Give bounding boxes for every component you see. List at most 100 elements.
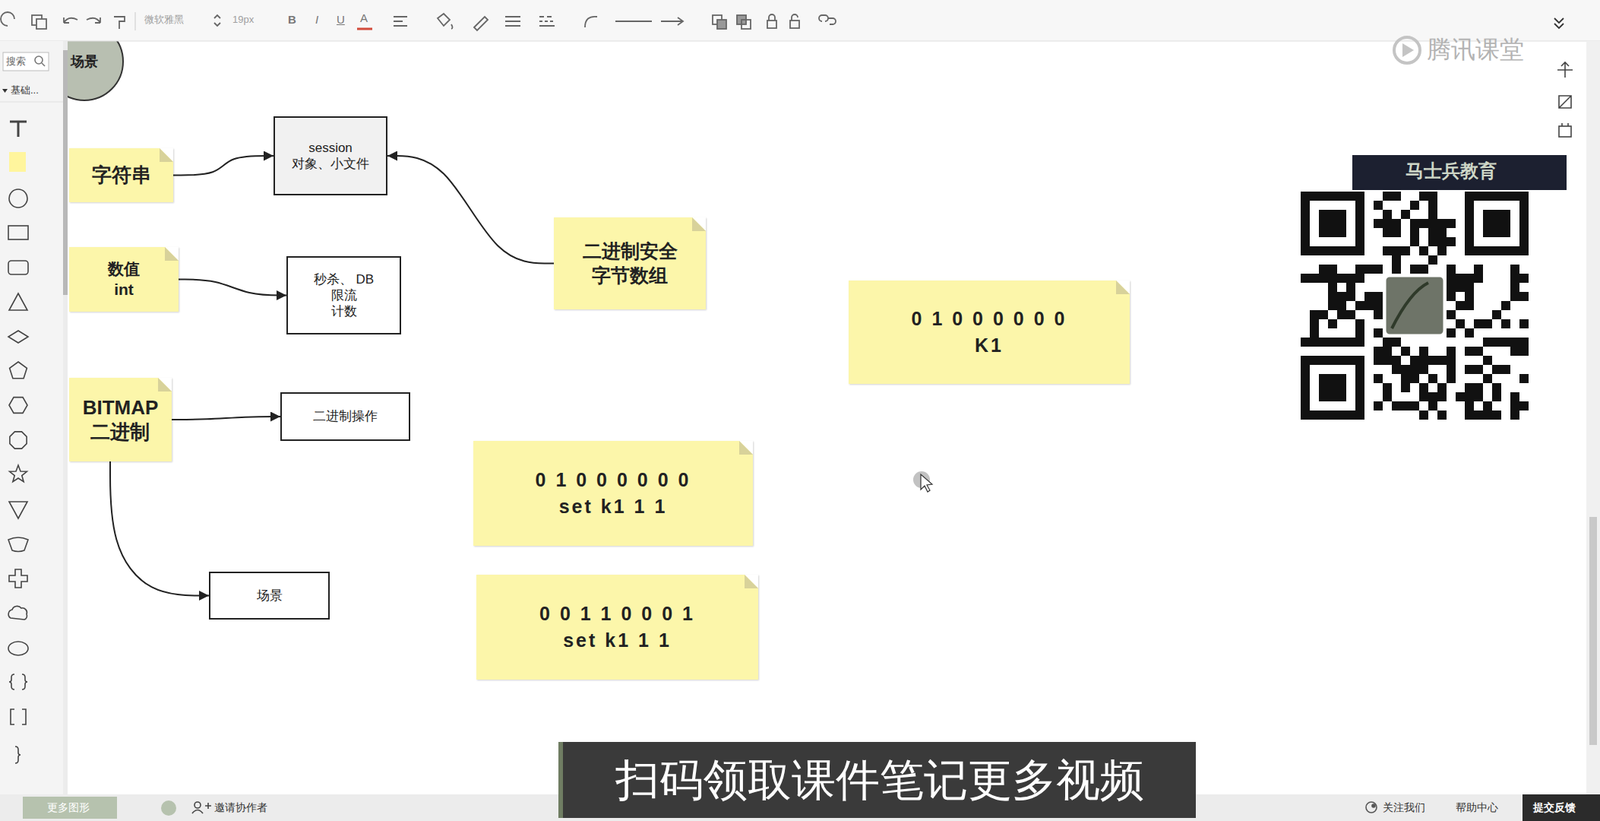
qr-module (1410, 200, 1420, 210)
feedback-button (1522, 793, 1600, 821)
qr-module (1400, 382, 1411, 393)
fold-cut (159, 148, 174, 162)
process-box: session 对象、小文件 (273, 116, 388, 196)
process-box: 二进制操作 (280, 392, 411, 441)
qr-module (1428, 200, 1438, 210)
canvas-scrollbar-thumb (1589, 516, 1597, 745)
qr-module (1300, 337, 1310, 347)
bit-note: 0 1 0 0 0 0 0 0set k1 1 1 (473, 440, 753, 546)
qr-module (1346, 273, 1356, 283)
qr-module (1510, 337, 1520, 347)
feedback-label: 提交反馈 (1533, 800, 1576, 814)
text-line: 字节数组 (582, 263, 678, 288)
qr-module (1318, 309, 1329, 320)
font-color-button: A (360, 11, 368, 26)
fill-icon (437, 13, 453, 29)
qr-module (1382, 337, 1392, 347)
node-text: 数值 int (107, 259, 140, 300)
qr-module (1492, 392, 1502, 402)
text-tool-icon (9, 121, 27, 137)
qr-module (1437, 237, 1447, 247)
node-text: set k1 1 1 (562, 628, 672, 652)
font-name: 微软雅黑 (144, 13, 184, 26)
qr-module (1419, 355, 1429, 365)
qr-module (1519, 319, 1529, 329)
qr-module (1382, 191, 1392, 201)
qr-module (1373, 401, 1383, 411)
qr-finder (1318, 373, 1347, 402)
qr-module (1328, 264, 1338, 274)
fold-cut (692, 217, 706, 231)
qr-module (1373, 309, 1383, 320)
invite-icon-head (194, 801, 201, 808)
qr-module (1410, 355, 1420, 365)
qr-module (1419, 382, 1429, 393)
search-icon (41, 63, 45, 67)
qr-module (1510, 346, 1520, 356)
qr-code (1300, 191, 1529, 420)
qr-module (1318, 337, 1329, 347)
qr-module (1492, 410, 1502, 420)
qr-module (1391, 264, 1401, 274)
qr-header (1352, 154, 1567, 190)
qr-module (1446, 309, 1456, 320)
sticky-note: 二进制安全 字节数组 (553, 217, 706, 310)
watermark: 腾讯课堂 (1426, 34, 1525, 64)
logo-play (1402, 43, 1414, 57)
note-fold (159, 148, 174, 162)
qr-module (1483, 373, 1493, 383)
logo-ring (1394, 37, 1420, 64)
qr-module (1355, 337, 1365, 347)
qr-module (1346, 291, 1356, 301)
connector-arrow (387, 155, 554, 264)
note-fold (164, 246, 179, 261)
sticky-note: 字符串 (69, 148, 174, 203)
follow-label: 关注我们 (1382, 800, 1426, 814)
qr-module (1428, 237, 1438, 247)
node-text: 二进制操作 (313, 407, 378, 424)
qr-module (1328, 337, 1338, 347)
qr-module (1346, 282, 1356, 292)
node-text: 字符串 (91, 162, 152, 188)
pentagon-shape-icon (9, 361, 28, 379)
qr-module (1428, 392, 1438, 402)
bit-note: 0 1 0 0 0 0 0 0K1 (848, 280, 1130, 384)
qr-module (1464, 401, 1474, 411)
node-text: K1 (974, 333, 1004, 358)
qr-module (1419, 392, 1429, 402)
qr-module (1455, 273, 1465, 283)
qr-module (1318, 273, 1329, 283)
qr-module (1473, 392, 1484, 402)
braces-shape-icon (9, 673, 28, 690)
fold-cut (164, 246, 179, 261)
text-line: 对象、小文件 (291, 155, 370, 172)
qr-module (1373, 291, 1383, 301)
qr-module (1309, 337, 1319, 347)
qr-module (1309, 328, 1319, 338)
line-color-icon (474, 16, 488, 31)
qr-logo (1384, 275, 1445, 336)
qr-module (1446, 264, 1456, 274)
qr-module (1355, 264, 1365, 274)
fold-flap (1116, 280, 1130, 295)
text-line: 二进制安全 (582, 239, 678, 263)
history-icon (1558, 126, 1572, 137)
watermark-logo (1394, 37, 1420, 64)
side-tools (1557, 62, 1573, 137)
qr-module (1473, 264, 1484, 274)
connector-arrow (173, 155, 274, 176)
qr-module (1328, 291, 1338, 301)
connector-icon (584, 16, 598, 28)
qr-module (1410, 373, 1420, 383)
qr-module (1446, 364, 1456, 374)
diamond-shape-icon (8, 330, 29, 343)
qr-module (1410, 237, 1420, 247)
rounded-rect-icon (8, 260, 29, 275)
invite-icon (192, 801, 212, 813)
expand-triangle (2, 88, 8, 93)
qr-module (1492, 309, 1502, 320)
qr-module (1410, 218, 1420, 228)
text-line: session (291, 139, 370, 156)
node-text: 场景 (70, 53, 99, 71)
collapse-icon (1554, 18, 1564, 29)
